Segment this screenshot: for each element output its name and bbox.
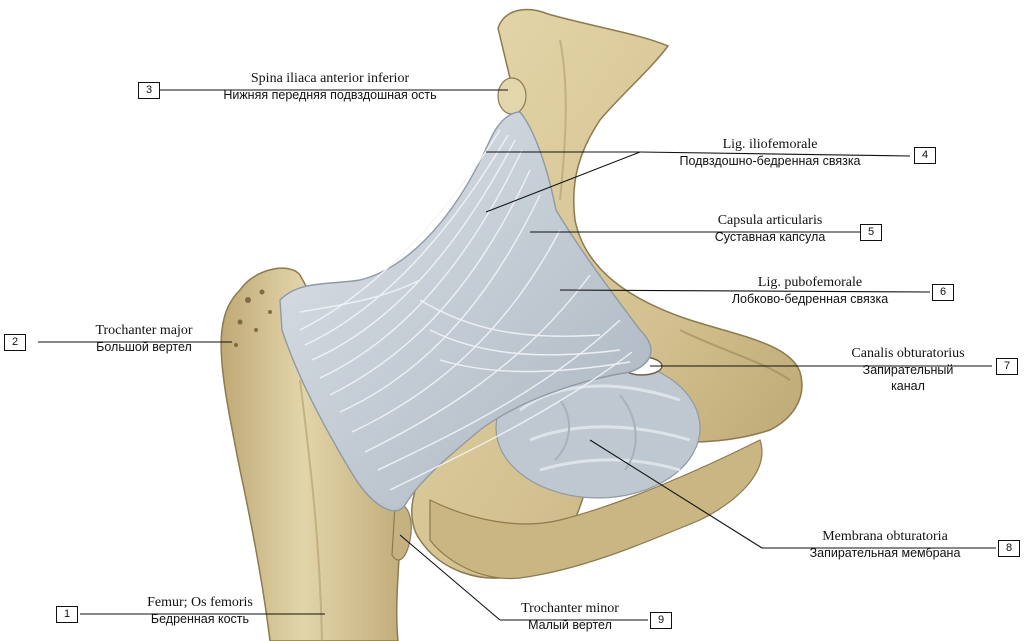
label-3-number: 3 [138, 82, 160, 99]
label-8: Membrana obturatoria Запирательная мембр… [770, 528, 1000, 561]
label-2: Trochanter major Большой вертел [44, 322, 244, 355]
label-2-russian: Большой вертел [96, 340, 192, 354]
label-4-russian: Подвздошно-бедренная связка [679, 154, 861, 168]
label-2-number: 2 [4, 334, 26, 351]
label-9-russian: Малый вертел [528, 618, 612, 632]
label-5-number: 5 [860, 224, 882, 241]
label-1: Femur; Os femoris Бедренная кость [80, 594, 320, 627]
label-3-russian: Нижняя передняя подвздошная ость [223, 88, 437, 102]
label-6-russian: Лобково-бедренная связка [731, 292, 889, 306]
label-4-number: 4 [914, 147, 936, 164]
label-6: Lig. pubofemorale Лобково-бедренная связ… [690, 274, 930, 307]
label-3: Spina iliaca anterior inferior Нижняя пе… [160, 70, 500, 103]
label-4-latin: Lig. iliofemorale [722, 137, 818, 152]
label-8-latin: Membrana obturatoria [822, 529, 948, 544]
label-9-number: 9 [650, 612, 672, 629]
femur-bone [220, 267, 412, 641]
label-2-latin: Trochanter major [95, 323, 193, 338]
label-1-russian: Бедренная кость [150, 612, 250, 626]
leader-lines [38, 89, 996, 621]
label-7-number: 7 [996, 358, 1018, 375]
label-6-number: 6 [932, 284, 954, 301]
label-8-number: 8 [998, 540, 1020, 557]
label-6-latin: Lig. pubofemorale [757, 275, 863, 290]
label-1-latin: Femur; Os femoris [147, 595, 253, 610]
label-5: Capsula articularis Суставная капсула [680, 212, 860, 245]
ligament-fibers [299, 129, 633, 491]
label-1-number: 1 [56, 606, 78, 623]
label-9-latin: Trochanter minor [521, 601, 619, 616]
label-5-russian: Суставная капсула [714, 230, 826, 244]
label-7-russian: Запирательный канал [862, 363, 954, 393]
label-8-russian: Запирательная мембрана [809, 546, 961, 560]
label-5-latin: Capsula articularis [717, 213, 823, 228]
label-3-latin: Spina iliaca anterior inferior [250, 71, 410, 86]
label-7: Canalis obturatorius Запирательный канал [820, 345, 996, 394]
joint-capsule [279, 111, 652, 512]
label-4: Lig. iliofemorale Подвздошно-бедренная с… [640, 136, 900, 169]
label-7-latin: Canalis obturatorius [851, 346, 965, 361]
label-9: Trochanter minor Малый вертел [490, 600, 650, 633]
